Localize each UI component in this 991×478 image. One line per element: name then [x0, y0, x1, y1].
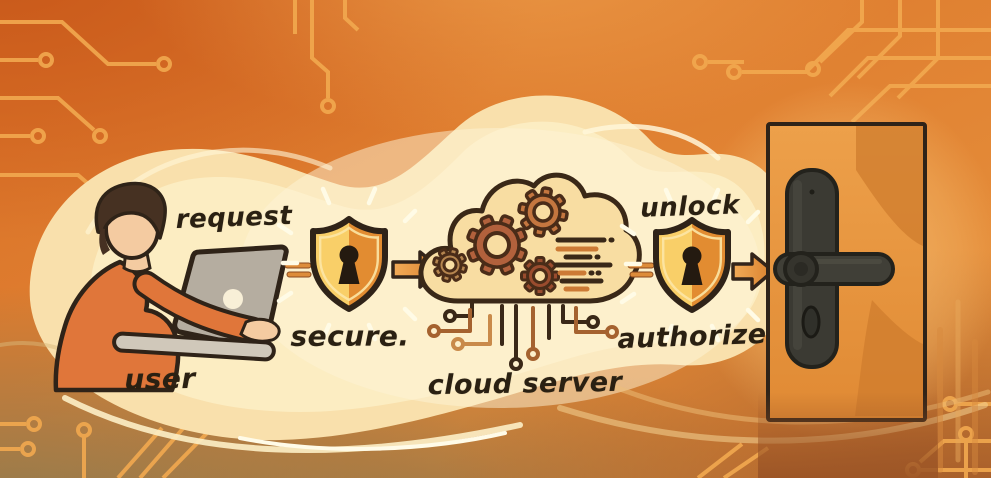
handle-keyhole: [801, 305, 821, 339]
cloud-circuit-traces: [427, 300, 619, 371]
door-shade-top: [856, 126, 923, 246]
laptop-logo: [223, 289, 243, 309]
arrow-right-icon: [731, 252, 775, 291]
cloud-server-icon: [418, 172, 642, 371]
label-unlock: unlock: [639, 190, 741, 224]
door: [758, 122, 938, 478]
door-shade-bottom: [855, 300, 923, 416]
label-request: request: [175, 200, 293, 236]
user-hair: [94, 181, 167, 240]
label-secure: secure.: [290, 319, 410, 353]
user-hand: [239, 317, 281, 343]
cloud-outline: [418, 172, 642, 304]
door-bottom-fade: [758, 392, 938, 478]
laptop-base: [112, 331, 276, 362]
gear-large-icon: [466, 214, 528, 276]
gear-bottom-icon: [520, 256, 560, 296]
user-arm: [132, 270, 281, 344]
label-cloud-server: cloud server: [427, 366, 623, 402]
handle-pivot-inner: [794, 262, 808, 276]
cloud-data-lines: [553, 237, 615, 292]
gear-top-icon: [517, 186, 569, 238]
label-user: user: [124, 361, 196, 397]
user-figure: [53, 181, 181, 393]
handle-screw: [809, 189, 815, 195]
gear-small-left-icon: [432, 247, 468, 283]
label-authorize: authorize: [616, 318, 768, 356]
door-handle-icon: [773, 168, 895, 369]
user-sideburn: [99, 228, 110, 255]
user-torso: [53, 259, 181, 393]
